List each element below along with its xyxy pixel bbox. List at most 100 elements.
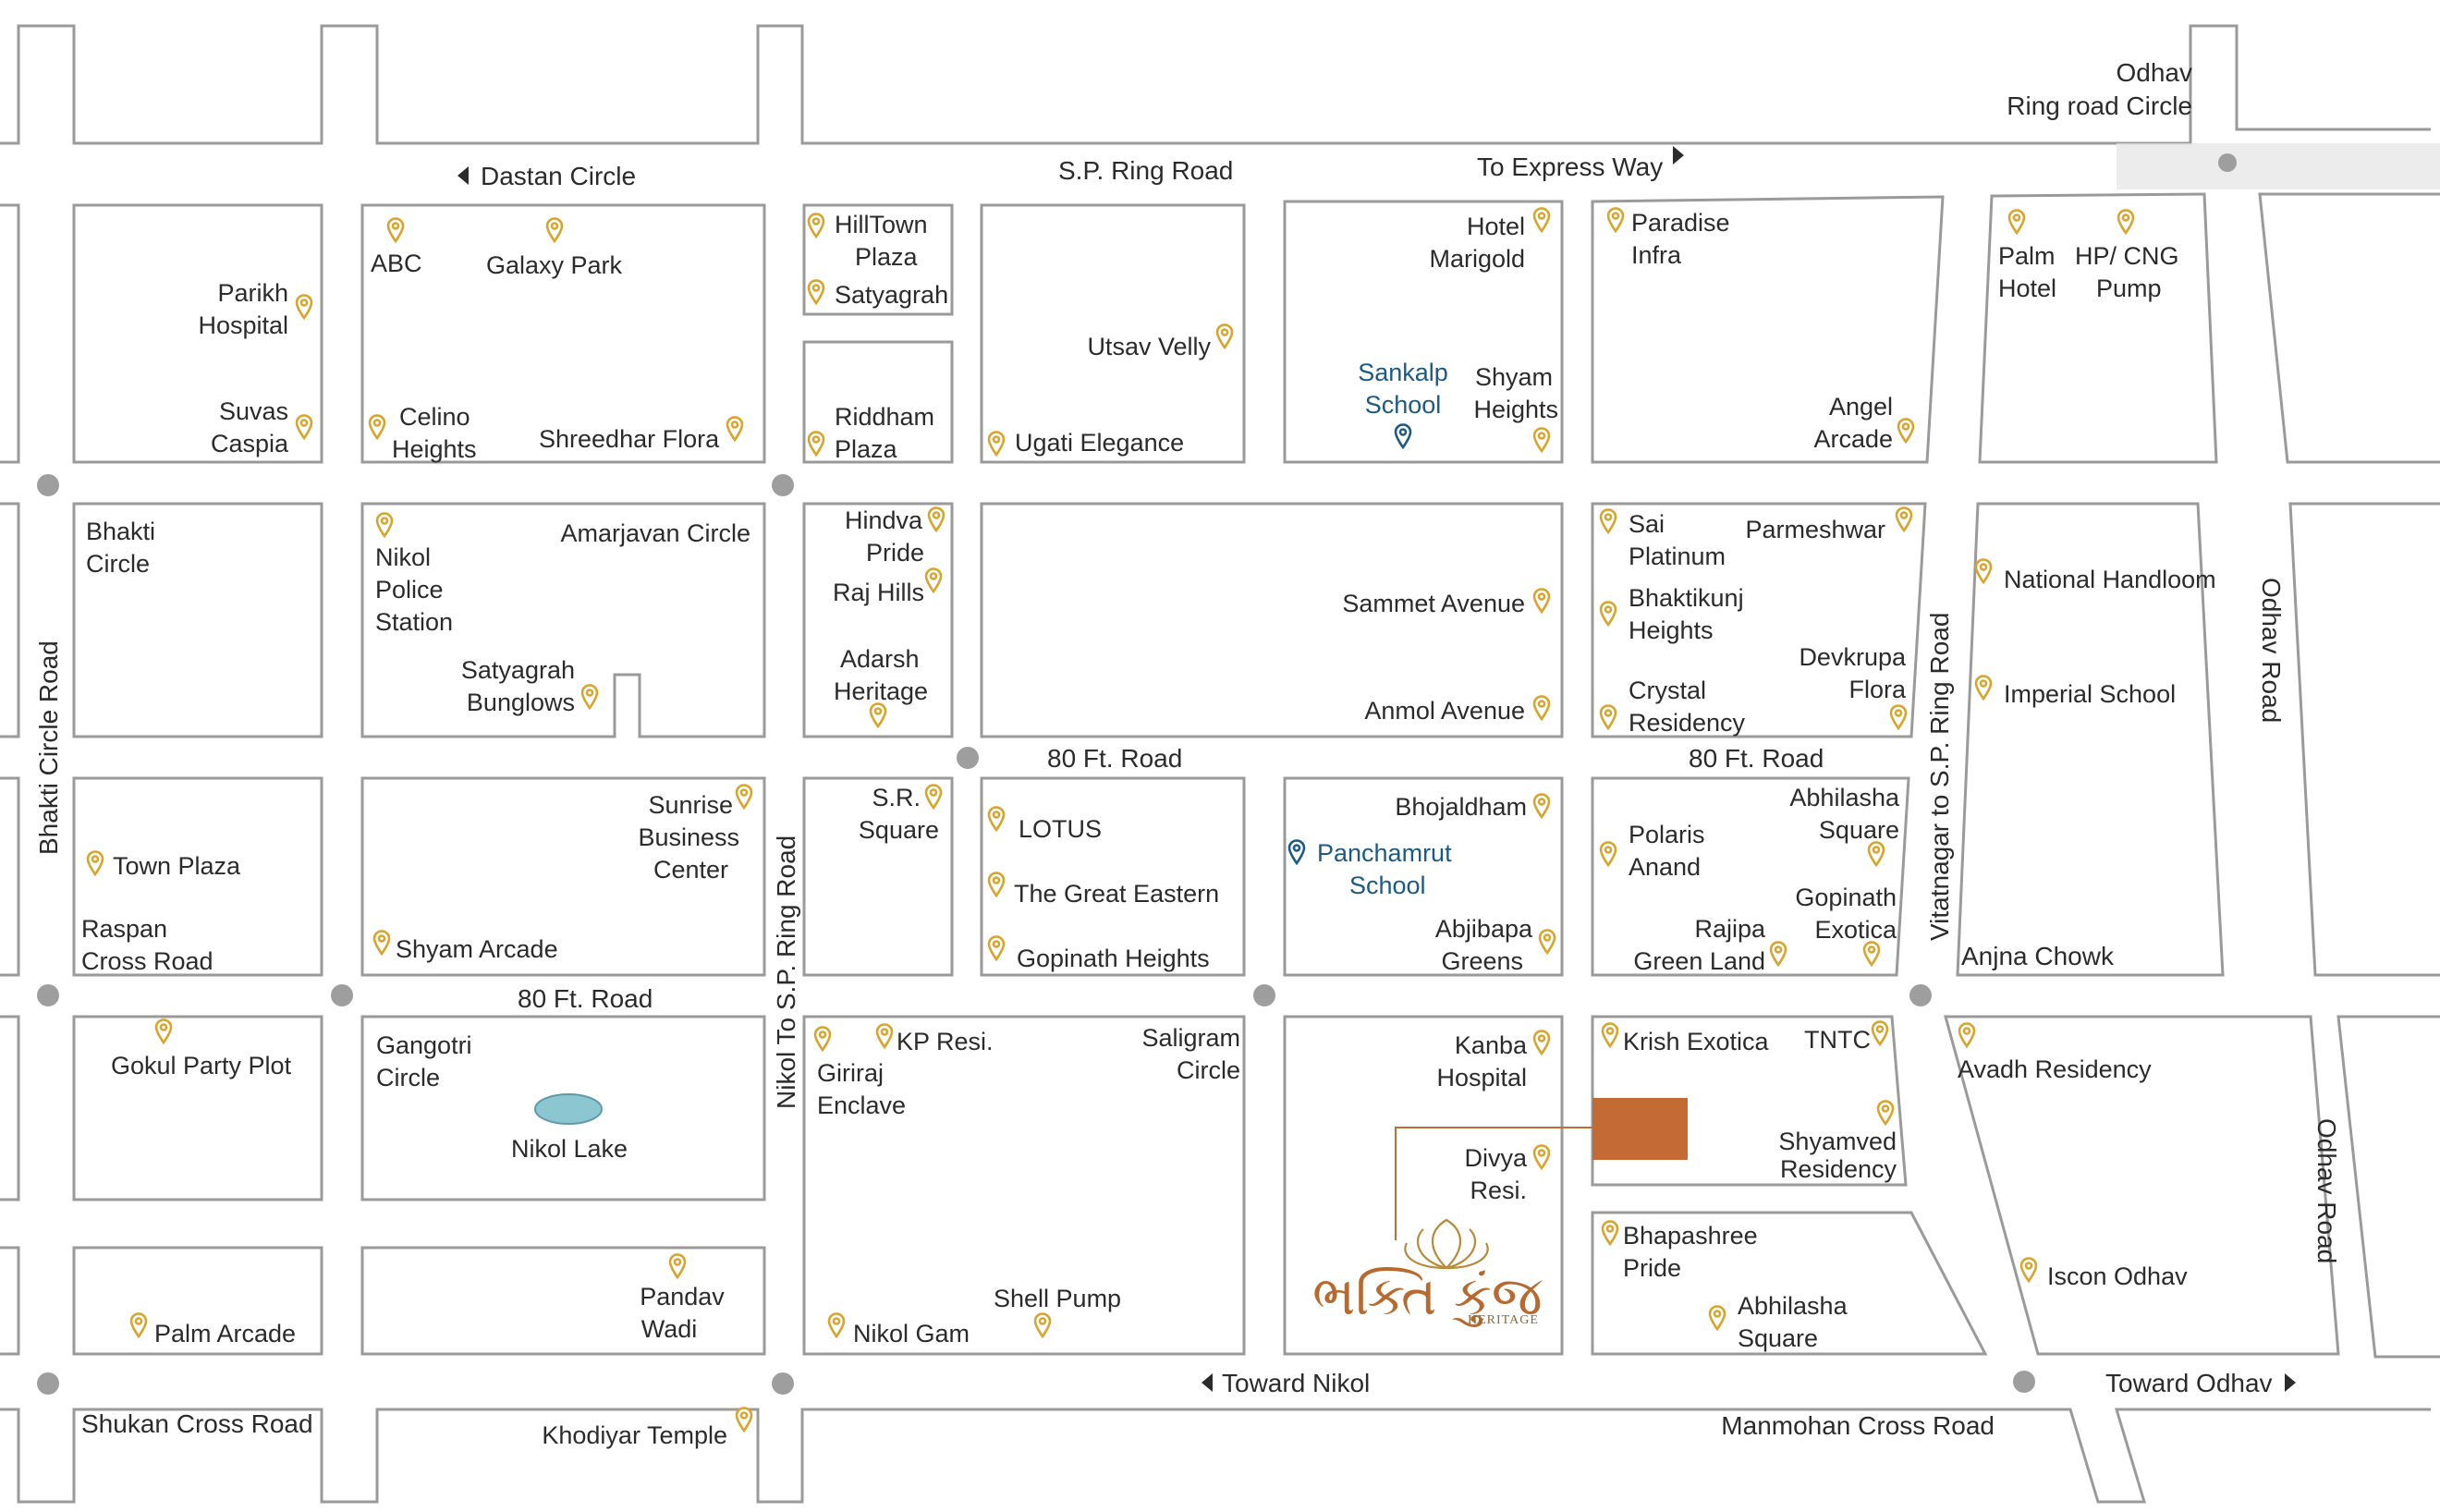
saligram-label-2: Circle (1177, 1056, 1240, 1084)
rajipa-label-2: Green Land (1633, 947, 1765, 975)
bhapashree-label-2: Pride (1623, 1254, 1681, 1282)
raspan-label-1: Raspan (81, 915, 167, 943)
sunrise-label-1: Sunrise (648, 791, 733, 819)
shyamved-label-2: Residency (1780, 1155, 1897, 1183)
nikol-gam-label: Nikol Gam (853, 1320, 970, 1347)
arrow-right-icon (1673, 146, 1684, 165)
anjna-chowk-label: Anjna Chowk (1961, 942, 2115, 970)
sankalp-school-label-1: Sankalp (1358, 359, 1448, 386)
project-location-marker (1592, 1098, 1688, 1160)
odhav-road-label-top: Odhav Road (2257, 578, 2286, 723)
khodiyar-temple-label: Khodiyar Temple (542, 1421, 727, 1449)
riddham-plaza-label-1: Riddham (835, 403, 934, 431)
suvas-caspia-label-1: Suvas (219, 397, 288, 425)
hilltown-plaza-label-1: HillTown (835, 211, 928, 238)
crystal-residency-label-1: Crystal (1629, 677, 1706, 704)
devkrupa-flora-label-2: Flora (1848, 676, 1906, 703)
nikol-police-label-3: Station (375, 608, 453, 636)
shyam-arcade-label: Shyam Arcade (396, 935, 558, 963)
anmol-avenue-label: Anmol Avenue (1364, 697, 1525, 725)
avadh-residency-label: Avadh Residency (1958, 1055, 2152, 1083)
odhav-ring-road-strip (2117, 143, 2440, 189)
sunrise-label-2: Business (638, 823, 739, 851)
sr-square-label-2: Square (859, 816, 939, 844)
abhilasha-square-label-2: Square (1819, 816, 1899, 844)
polaris-anand-label-2: Anand (1629, 853, 1701, 881)
imperial-school-label: Imperial School (2004, 680, 2176, 708)
junction-dots (37, 153, 2237, 1395)
hp-cng-pump-label-2: Pump (2096, 274, 2162, 302)
road-80ft-label-mid: 80 Ft. Road (1047, 744, 1182, 773)
riddham-plaza-label-2: Plaza (835, 435, 898, 463)
national-handloom-label: National Handloom (2004, 566, 2216, 593)
shell-pump-label: Shell Pump (994, 1285, 1121, 1312)
left-edge-blocks (0, 203, 20, 1356)
road-80ft-label-left: 80 Ft. Road (518, 984, 653, 1013)
celino-heights-label-2: Heights (392, 435, 477, 463)
raspan-label-2: Cross Road (81, 947, 214, 975)
adarsh-heritage-label-2: Heritage (834, 677, 928, 705)
celino-heights-label-1: Celino (399, 403, 470, 431)
divya-resi-label-2: Resi. (1470, 1177, 1527, 1204)
pandav-wadi-label-2: Wadi (641, 1315, 698, 1343)
hotel-marigold-label-1: Hotel (1467, 213, 1525, 240)
giriraj-enclave-label-2: Enclave (817, 1091, 906, 1119)
gangotri-label-1: Gangotri (376, 1031, 472, 1059)
bhaktikunj-label-1: Bhaktikunj (1629, 584, 1744, 612)
nikol-lake-label: Nikol Lake (511, 1135, 628, 1163)
place-labels: Parikh Hospital Suvas Caspia ABC Galaxy … (111, 209, 2216, 1449)
shreedhar-flora-label: Shreedhar Flora (539, 425, 720, 453)
panchamrut-school-label-2: School (1349, 872, 1426, 899)
lotus-icon (1404, 1218, 1489, 1270)
rajipa-label-1: Rajipa (1694, 915, 1766, 943)
odhav-road-label-bottom: Odhav Road (2312, 1118, 2341, 1263)
sr-square-label-1: S.R. (872, 784, 921, 811)
polaris-anand-label-1: Polaris (1629, 821, 1705, 848)
krish-exotica-label: Krish Exotica (1623, 1028, 1770, 1055)
kanba-hospital-label-1: Kanba (1455, 1031, 1528, 1059)
hindva-pride-label-2: Pride (866, 539, 924, 567)
sai-platinum-label-1: Sai (1629, 510, 1665, 538)
dastan-circle-label: Dastan Circle (481, 162, 636, 190)
hp-cng-pump-label-1: HP/ CNG (2075, 242, 2179, 270)
odhav-circle-label-2: Ring road Circle (2007, 91, 2192, 120)
bhojaldham-label: Bhojaldham (1395, 793, 1527, 821)
satyagrah-label: Satyagrah (835, 281, 948, 309)
project-logo: ભક્તિ કુંજ HERITAGE (1312, 1218, 1543, 1327)
abhilasha-square2-label-1: Abhilasha (1738, 1292, 1848, 1320)
right-edge-blocks (2258, 192, 2440, 1359)
gopinath-exotica-label-2: Exotica (1814, 916, 1897, 944)
road-80ft-label-right: 80 Ft. Road (1689, 744, 1824, 773)
sammet-avenue-label: Sammet Avenue (1342, 590, 1525, 617)
giriraj-enclave-label-1: Giriraj (817, 1059, 884, 1087)
paradise-infra-label-2: Infra (1631, 241, 1682, 269)
bhakti-circle-label-1: Bhakti (86, 518, 155, 545)
satyagrah-bunglows-label-2: Bunglows (467, 689, 575, 716)
abjibapa-label-1: Abjibapa (1435, 915, 1533, 943)
road-labels: S.P. Ring Road Dastan Circle To Express … (34, 58, 2341, 1440)
pandav-wadi-label-1: Pandav (640, 1283, 725, 1311)
panchamrut-school-label-1: Panchamrut (1317, 839, 1452, 867)
parikh-hospital-label-2: Hospital (198, 311, 288, 339)
vitatnagar-road-label: Vitatnagar to S.P. Ring Road (1925, 613, 1954, 941)
palm-hotel-label-1: Palm (1998, 242, 2056, 270)
odhav-circle-label-1: Odhav (2117, 58, 2193, 87)
nikol-lake-shape (534, 1093, 603, 1125)
sunrise-label-3: Center (653, 856, 728, 884)
kp-resi-label: KP Resi. (897, 1028, 994, 1055)
hindva-pride-label-1: Hindva (845, 506, 923, 534)
amarjavan-circle-label: Amarjavan Circle (560, 519, 750, 547)
school-labels: Sankalp School Panchamrut School (1317, 359, 1452, 899)
arrow-right-icon (2285, 1373, 2296, 1392)
hotel-marigold-label-2: Marigold (1429, 245, 1525, 273)
crystal-residency-label-2: Residency (1629, 709, 1746, 737)
nikol-sp-road-label: Nikol To S.P. Ring Road (772, 835, 800, 1109)
abc-label: ABC (371, 250, 422, 277)
utsav-velly-label: Utsav Velly (1087, 333, 1211, 360)
shyamved-label-1: Shyamved (1778, 1128, 1897, 1155)
angel-arcade-label-1: Angel (1829, 393, 1893, 421)
parmeshwar-label: Parmeshwar (1745, 516, 1885, 543)
satyagrah-bunglows-label-1: Satyagrah (461, 656, 575, 684)
abjibapa-label-2: Greens (1441, 947, 1523, 975)
saligram-label-1: Saligram (1141, 1024, 1240, 1052)
